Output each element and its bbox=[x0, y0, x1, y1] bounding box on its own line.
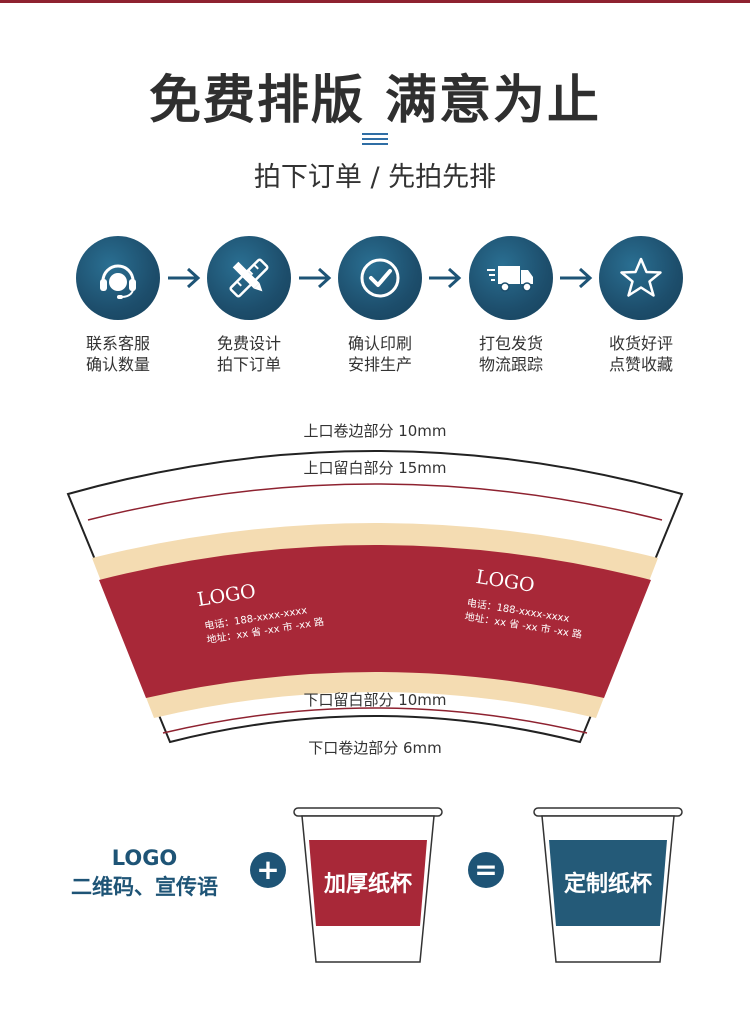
step-free-design: 免费设计 拍下订单 bbox=[184, 236, 314, 375]
delivery-truck-icon bbox=[487, 266, 533, 292]
logo-qrcode-slogan-text: LOGO 二维码、宣传语 bbox=[71, 846, 218, 899]
pencil-ruler-icon bbox=[229, 258, 269, 298]
red-print-band bbox=[99, 545, 651, 698]
star-icon bbox=[620, 257, 662, 297]
step-label: 联系客服 确认数量 bbox=[85, 334, 150, 374]
arrow-right-icon bbox=[429, 267, 462, 289]
title-divider-mark bbox=[362, 133, 388, 148]
plus-icon: + bbox=[250, 852, 286, 888]
custom-cup-label: 定制纸杯 bbox=[563, 872, 652, 897]
equals-icon: = bbox=[468, 852, 504, 888]
step-confirm-print: 确认印刷 安排生产 bbox=[315, 236, 445, 375]
label-top-curl: 上口卷边部分 10mm bbox=[303, 422, 447, 440]
label-bottom-blank: 下口留白部分 10mm bbox=[303, 691, 447, 709]
step-label: 打包发货 物流跟踪 bbox=[478, 334, 543, 374]
step-circle bbox=[599, 236, 683, 320]
step-circle bbox=[207, 236, 291, 320]
step-circle bbox=[76, 236, 160, 320]
cup-layout-diagram: LOGO 电话：188-xxxx-xxxx 地址：xx 省 -xx 市 -xx … bbox=[66, 450, 684, 744]
step-review: 收货好评 点赞收藏 bbox=[576, 236, 706, 375]
page-subtitle: 拍下订单 / 先拍先排 bbox=[253, 162, 497, 193]
label-top-blank: 上口留白部分 15mm bbox=[303, 459, 447, 477]
step-label: 确认印刷 安排生产 bbox=[347, 334, 412, 374]
page-title: 免费排版 满意为止 bbox=[148, 71, 602, 131]
step-contact-service: 联系客服 确认数量 bbox=[53, 236, 183, 375]
arrow-right-icon bbox=[299, 267, 332, 289]
check-circle-icon bbox=[360, 258, 400, 298]
custom-paper-cup bbox=[533, 807, 683, 963]
top-accent-line bbox=[0, 0, 750, 3]
step-label: 收货好评 点赞收藏 bbox=[608, 334, 673, 374]
step-label: 免费设计 拍下订单 bbox=[216, 334, 281, 374]
arrow-right-icon bbox=[168, 267, 201, 289]
step-ship-track: 打包发货 物流跟踪 bbox=[446, 236, 576, 375]
headset-icon bbox=[100, 264, 136, 299]
thick-cup-label: 加厚纸杯 bbox=[323, 872, 412, 897]
thick-paper-cup bbox=[293, 807, 443, 963]
label-bottom-curl: 下口卷边部分 6mm bbox=[308, 739, 442, 757]
step-circle bbox=[469, 236, 553, 320]
arrow-right-icon bbox=[560, 267, 593, 289]
step-circle bbox=[338, 236, 422, 320]
